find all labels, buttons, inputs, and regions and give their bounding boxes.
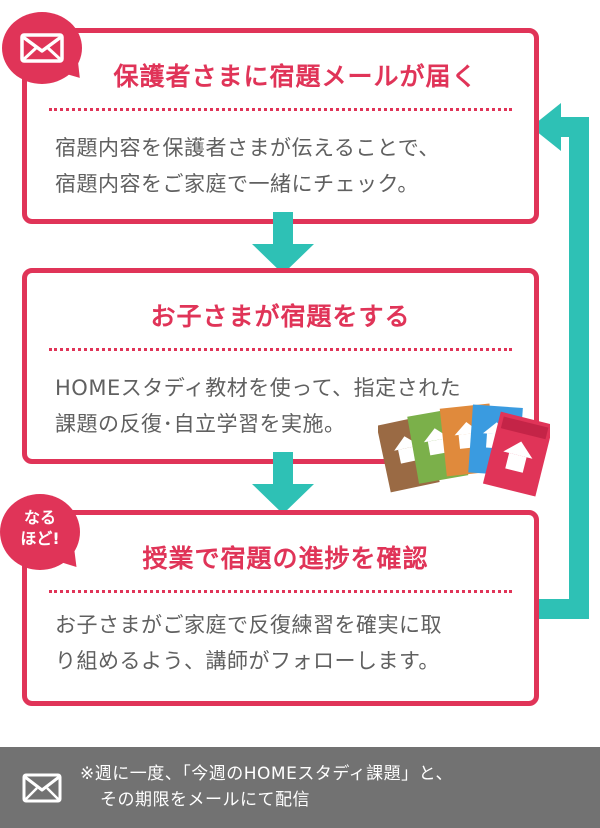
mail-bubble xyxy=(2,12,82,84)
step-2-body-line1: HOMEスタディ教材を使って、指定された xyxy=(55,376,462,400)
step-3-body: お子さまがご家庭で反復練習を確実に取 り組めるよう、講師がフォローします。 xyxy=(55,607,514,679)
step-2-divider xyxy=(49,348,512,351)
step-3-divider xyxy=(49,590,512,593)
step-2-title: お子さまが宿題をする xyxy=(150,302,411,331)
footer-text: ※週に一度、「今週のHOMEスタディ課題」と、 その期限をメールにて配信 xyxy=(80,761,453,813)
step-card-3: 授業で宿題の進捗を確認 お子さまがご家庭で反復練習を確実に取 り組めるよう、講師… xyxy=(22,510,539,706)
step-card-1: 保護者さまに宿題メールが届く 宿題内容を保護者さまが伝えることで、 宿題内容をご… xyxy=(22,28,539,224)
step-1-body: 宿題内容を保護者さまが伝えることで、 宿題内容をご家庭で一緒にチェック。 xyxy=(55,130,514,202)
down-arrow-2-shaft xyxy=(273,452,293,486)
step-3-body-line2: り組めるよう、講師がフォローします。 xyxy=(55,649,440,673)
down-arrow-2-head xyxy=(252,484,314,514)
footer-note: ※週に一度、「今週のHOMEスタディ課題」と、 その期限をメールにて配信 xyxy=(0,747,600,828)
step-1-body-line2: 宿題内容をご家庭で一緒にチェック。 xyxy=(55,172,419,196)
badge-line1: なる xyxy=(23,508,56,527)
mail-icon xyxy=(20,33,64,63)
badge-line2: ほど! xyxy=(20,529,60,548)
step-1-divider xyxy=(49,108,512,111)
step-3-body-line1: お子さまがご家庭で反復練習を確実に取 xyxy=(55,613,442,637)
loop-arrow-bottom xyxy=(532,599,589,619)
step-card-2: お子さまが宿題をする HOMEスタディ教材を使って、指定された 課題の反復･自立… xyxy=(22,268,539,464)
naruhodo-badge: なる ほど! xyxy=(0,494,80,570)
step-1-body-line1: 宿題内容を保護者さまが伝えることで、 xyxy=(55,136,440,160)
study-books-illustration xyxy=(378,403,550,497)
step-2-body-line2: 課題の反復･自立学習を実施。 xyxy=(55,412,346,436)
step-1-title: 保護者さまに宿題メールが届く xyxy=(113,62,478,91)
step-3-title: 授業で宿題の進捗を確認 xyxy=(142,544,429,573)
loop-arrow-vertical xyxy=(569,117,589,617)
step-2-body: HOMEスタディ教材を使って、指定された 課題の反復･自立学習を実施。 xyxy=(55,370,514,442)
footer-line1: ※週に一度、「今週のHOMEスタディ課題」と、 xyxy=(80,764,453,784)
mail-icon xyxy=(22,773,62,803)
down-arrow-1-shaft xyxy=(273,212,293,246)
footer-line2: その期限をメールにて配信 xyxy=(100,790,310,810)
